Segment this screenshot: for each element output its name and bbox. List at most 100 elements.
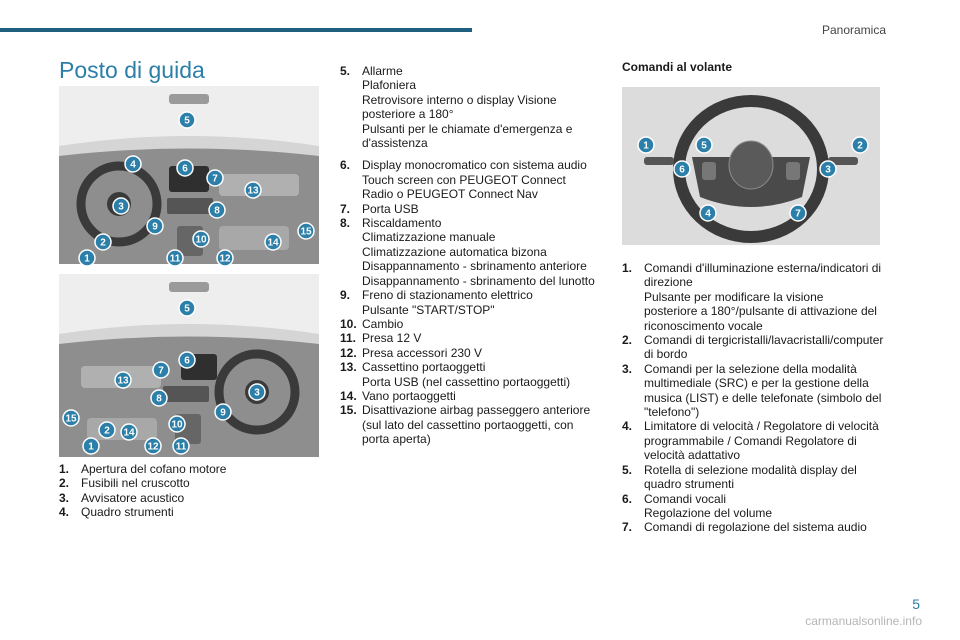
list-item: 3.Avvisatore acustico <box>59 490 185 505</box>
callout-number: 8 <box>156 394 162 405</box>
callout-badge: 2 <box>98 421 116 439</box>
callout-number: 1 <box>88 442 94 453</box>
callout-badge: 4 <box>124 155 142 173</box>
page-number: 5 <box>912 596 920 612</box>
callout-number: 12 <box>219 254 231 265</box>
items-list-left: 1.Apertura del cofano motore 2.Fusibili … <box>59 462 319 520</box>
callout-number: 6 <box>679 165 685 176</box>
callout-badge: 14 <box>120 423 138 441</box>
steering-controls-heading: Comandi al volante <box>622 60 733 74</box>
callout-badge: 1 <box>78 249 96 267</box>
list-item: 10.Cambio <box>340 316 404 331</box>
callout-number: 11 <box>176 442 187 453</box>
callout-number: 7 <box>795 209 801 220</box>
callout-badge: 3 <box>819 160 837 178</box>
callout-number: 6 <box>182 164 188 175</box>
callout-number: 13 <box>247 186 259 197</box>
callout-badge: 1 <box>637 136 655 154</box>
callout-badge: 12 <box>216 249 234 267</box>
callout-badge: 7 <box>789 204 807 222</box>
list-item: 3. Comandi per la selezione della modali… <box>622 361 882 420</box>
callout-number: 14 <box>123 428 135 439</box>
callout-badge: 5 <box>695 136 713 154</box>
callout-badge: 13 <box>114 371 132 389</box>
callout-number: 4 <box>130 160 136 171</box>
callout-number: 3 <box>118 202 124 213</box>
callout-badge: 8 <box>208 201 226 219</box>
list-item: 4. Limitatore di velocità / Regolatore d… <box>622 419 879 463</box>
callout-badge: 15 <box>62 409 80 427</box>
callout-number: 11 <box>170 254 181 265</box>
list-item: 7.Porta USB <box>340 201 419 216</box>
callout-number: 13 <box>117 376 129 387</box>
callout-badge: 3 <box>248 383 266 401</box>
list-item: 6. Display monocromatico con sistema aud… <box>340 158 587 202</box>
callout-badge: 6 <box>176 159 194 177</box>
callout-number: 3 <box>825 165 831 176</box>
callout-number: 2 <box>857 141 863 152</box>
watermark: carmanualsonline.info <box>805 614 922 628</box>
list-item: 1.Apertura del cofano motore <box>59 462 227 476</box>
steering-wheel-illustration: 1 5 2 6 3 4 7 <box>622 87 880 245</box>
callout-number: 7 <box>212 174 218 185</box>
callout-number: 15 <box>300 227 312 238</box>
callout-number: 7 <box>158 366 164 377</box>
callout-number: 10 <box>195 235 207 246</box>
callout-badge: 13 <box>244 181 262 199</box>
callout-number: 2 <box>100 238 106 249</box>
callout-number: 14 <box>267 238 279 249</box>
list-item: 15. Disattivazione airbag passeggero ant… <box>340 403 591 447</box>
callout-badge: 3 <box>112 197 130 215</box>
callout-number: 5 <box>701 141 707 152</box>
items-list-steering: 1. Comandi d'illuminazione esterna/indic… <box>622 261 892 535</box>
callout-number: 6 <box>184 356 190 367</box>
list-item: 11.Presa 12 V <box>340 331 422 346</box>
callout-badge: 7 <box>206 169 224 187</box>
callout-badge: 6 <box>178 351 196 369</box>
callout-number: 9 <box>152 222 158 233</box>
callout-badge: 8 <box>150 389 168 407</box>
list-item: 1. Comandi d'illuminazione esterna/indic… <box>622 261 882 333</box>
callout-number: 1 <box>643 141 649 152</box>
callout-number: 15 <box>65 414 77 425</box>
callout-number: 3 <box>254 388 260 399</box>
callout-badge: 14 <box>264 233 282 251</box>
page-title: Posto di guida <box>59 57 205 83</box>
callout-badge: 5 <box>178 299 196 317</box>
callout-number: 1 <box>84 254 90 265</box>
callout-badge: 9 <box>214 403 232 421</box>
callout-number: 10 <box>171 420 183 431</box>
callout-number: 9 <box>220 408 226 419</box>
callout-badge: 4 <box>699 204 717 222</box>
list-item: 5. Rotella di selezione modalità display… <box>622 462 857 492</box>
callout-badge: 7 <box>152 361 170 379</box>
section-title: Panoramica <box>821 23 886 37</box>
callout-badge: 2 <box>851 136 869 154</box>
header-bar <box>0 28 472 32</box>
callout-badge: 10 <box>168 415 186 433</box>
callout-number: 4 <box>705 209 711 220</box>
callout-number: 5 <box>184 304 190 315</box>
callout-badge: 10 <box>192 230 210 248</box>
list-item: 2.Fusibili nel cruscotto <box>59 476 190 491</box>
callout-badge: 6 <box>673 160 691 178</box>
steering-wheel-image: 1 5 2 6 3 4 7 <box>622 87 880 245</box>
callout-number: 2 <box>104 426 110 437</box>
callout-badge: 15 <box>297 222 315 240</box>
list-item: 12.Presa accessori 230 V <box>340 345 483 360</box>
list-item: 4.Quadro strumenti <box>59 505 174 520</box>
callout-badge: 1 <box>82 437 100 455</box>
callout-badge: 5 <box>178 111 196 129</box>
list-item: 7.Comandi di regolazione del sistema aud… <box>622 520 867 535</box>
list-item: 14.Vano portaoggetti <box>340 388 456 403</box>
